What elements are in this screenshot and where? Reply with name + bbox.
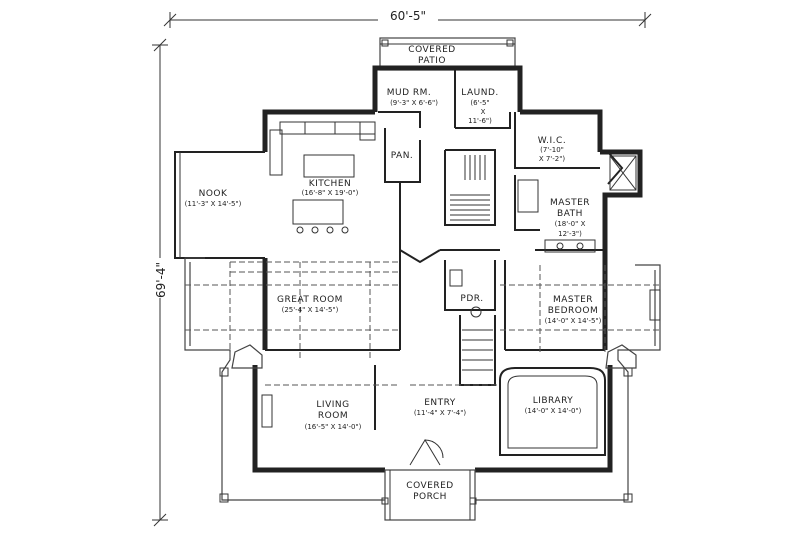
label-master-bath: MASTER BATH (18'-0" X 12'-3") [550, 198, 590, 238]
wic-dims-1: (7'-10" [540, 146, 564, 154]
covered-porch [384, 469, 476, 521]
covered-patio-name-2: PATIO [418, 56, 446, 66]
kitchen-fixtures [269, 121, 376, 234]
label-library: LIBRARY (14'-0" X 14'-0") [525, 396, 582, 415]
nook-name: NOOK [199, 189, 228, 199]
mud-room-dims: (9'-3" X 6'-6") [390, 99, 438, 107]
pantry-name: PAN. [391, 151, 414, 161]
covered-patio-name-1: COVERED [408, 45, 455, 55]
laundry-dims-2: X [481, 108, 486, 116]
covered-porch-name-1: COVERED [406, 481, 453, 491]
powder-name: PDR. [460, 294, 483, 304]
label-kitchen: KITCHEN (16'-8" X 19'-0") [302, 179, 359, 197]
kitchen-name: KITCHEN [309, 179, 352, 189]
width-dimension: 60'-5" [163, 8, 652, 28]
living-room-dims: (16'-5" X 14'-0") [305, 423, 362, 431]
master-bath-dims-1: (18'-0" X [555, 220, 586, 228]
label-laundry: LAUND. (6'-5" X 11'-6") [461, 88, 499, 125]
label-great-room: GREAT ROOM (25'-4" X 14'-5") [277, 295, 343, 314]
nook-dims: (11'-3" X 14'-5") [185, 200, 242, 208]
depth-label: 69'-4" [154, 262, 168, 298]
great-room-name: GREAT ROOM [277, 295, 343, 305]
width-label: 60'-5" [390, 9, 426, 23]
mud-room-name: MUD RM. [387, 88, 432, 98]
label-wic: W.I.C. (7'-10" X 7'-2") [538, 136, 566, 163]
covered-porch-name-2: PORCH [413, 492, 447, 502]
label-mud-room: MUD RM. (9'-3" X 6'-6") [387, 88, 438, 107]
entry-name: ENTRY [424, 398, 456, 408]
label-living-room: LIVING ROOM (16'-5" X 14'-0") [305, 400, 362, 431]
living-room-name-2: ROOM [318, 411, 348, 421]
label-powder: PDR. [460, 294, 483, 304]
kitchen-dims: (16'-8" X 19'-0") [302, 189, 359, 197]
laundry-dims-1: (6'-5" [470, 99, 489, 107]
great-room-dims: (25'-4" X 14'-5") [282, 306, 339, 314]
master-bath-dims-2: 12'-3") [558, 230, 582, 238]
master-bedroom-name-2: BEDROOM [548, 306, 598, 316]
master-bath-name-1: MASTER [550, 198, 590, 208]
master-bath-name-2: BATH [557, 209, 583, 219]
wic-name: W.I.C. [538, 136, 566, 146]
depth-dimension: 69'-4" [150, 38, 170, 527]
label-entry: ENTRY (11'-4" X 7'-4") [414, 398, 467, 417]
ceiling-beams [185, 261, 660, 386]
living-room-name-1: LIVING [316, 400, 349, 410]
master-bedroom-dims: (14'-0" X 14'-5") [545, 317, 602, 325]
library-dims: (14'-0" X 14'-0") [525, 407, 582, 415]
wic-dims-2: X 7'-2") [539, 155, 566, 163]
label-master-bedroom: MASTER BEDROOM (14'-0" X 14'-5") [545, 295, 602, 325]
laundry-dims-3: 11'-6") [468, 117, 492, 125]
label-nook: NOOK (11'-3" X 14'-5") [185, 189, 242, 208]
laundry-name: LAUND. [461, 88, 499, 98]
library-name: LIBRARY [533, 396, 574, 406]
entry-dims: (11'-4" X 7'-4") [414, 409, 467, 417]
label-covered-porch: COVERED PORCH [406, 481, 453, 502]
label-covered-patio: COVERED PATIO [408, 45, 455, 66]
master-bedroom-name-1: MASTER [553, 295, 593, 305]
label-pantry: PAN. [391, 151, 414, 161]
interior-walls [261, 70, 606, 466]
